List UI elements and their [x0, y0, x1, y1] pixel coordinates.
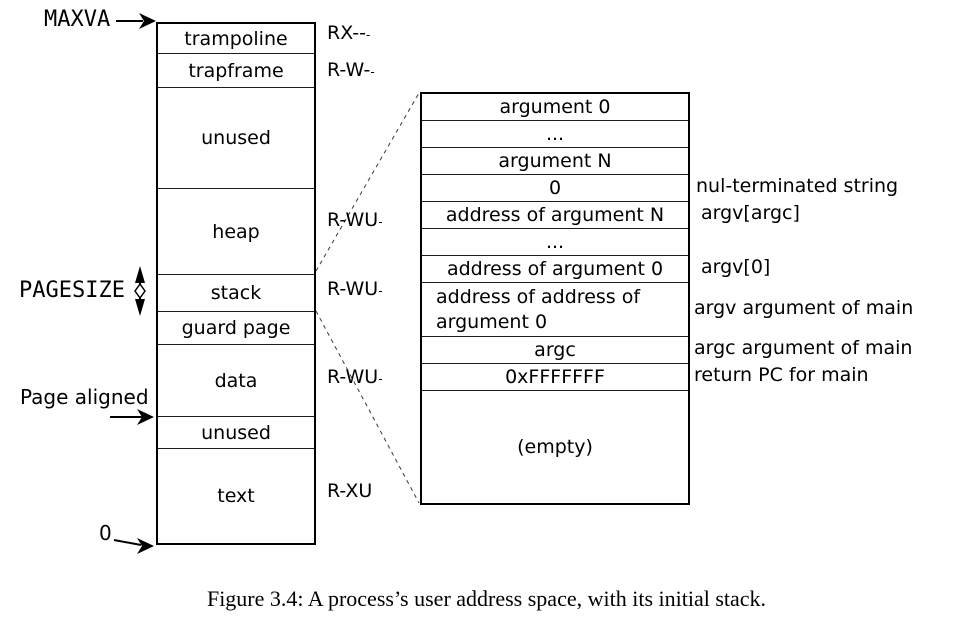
- stack-zoom-dashed-line-bottom: [315, 310, 420, 504]
- maxva-arrow-icon: [116, 13, 156, 29]
- annotation-argc-main: argc argument of main: [694, 337, 913, 359]
- stack-row-addr-addr-arg-0: address of address of argument 0: [422, 283, 688, 337]
- perm-flags: R-XU: [327, 480, 373, 502]
- region-guard-page: guard page: [158, 312, 314, 345]
- zero-arrow-icon: [113, 538, 154, 554]
- region-unused-top: unused: [158, 88, 314, 189]
- stack-row-argument-0: argument 0: [422, 94, 688, 121]
- region-trampoline: trampoline: [158, 24, 314, 54]
- region-text: text: [217, 485, 255, 507]
- stack-row-argc: argc: [422, 337, 688, 364]
- maxva-label: MAXVA: [44, 7, 111, 32]
- annotation-argv-main: argv argument of main: [694, 297, 914, 319]
- perm-suffix: -: [370, 65, 375, 79]
- stack-row-zero: 0: [422, 175, 688, 202]
- perm-trampoline: RX---: [327, 21, 370, 45]
- region-unused-low: unused: [158, 417, 314, 449]
- stack-row-argument-n: argument N: [422, 148, 688, 175]
- stack-row-empty: (empty): [517, 436, 593, 458]
- page-aligned-arrow-icon: [110, 409, 154, 425]
- perm-data: R-WU-: [327, 365, 383, 389]
- stack-zoom-dashed-line-top: [315, 92, 420, 272]
- annotation-return-pc: return PC for main: [694, 364, 869, 386]
- annotation-argv-0: argv[0]: [701, 256, 771, 278]
- zero-address-label: 0: [99, 521, 112, 545]
- annotation-nul-terminated: nul-terminated string: [696, 175, 899, 197]
- region-data: data: [158, 345, 314, 417]
- perm-suffix: -: [378, 284, 383, 298]
- perm-suffix: -: [378, 372, 383, 386]
- stack-row-ellipsis-args: ...: [422, 121, 688, 148]
- stack-row-return-pc: 0xFFFFFFF: [422, 364, 688, 391]
- annotation-argv-argc: argv[argc]: [701, 202, 800, 224]
- perm-suffix: -: [378, 215, 383, 229]
- address-space-box: trampoline trapframe unused heap stack g…: [156, 22, 316, 545]
- perm-trapframe: R-W--: [327, 58, 375, 82]
- perm-flags: R-WU: [327, 278, 379, 300]
- perm-flags: RX--: [327, 22, 366, 44]
- region-trapframe: trapframe: [158, 54, 314, 88]
- region-heap: heap: [158, 189, 314, 275]
- perm-flags: R-WU: [327, 366, 379, 388]
- stack-row-addr-arg-0: address of argument 0: [422, 256, 688, 283]
- perm-text: R-XU: [327, 479, 372, 503]
- page-aligned-label: Page aligned: [20, 385, 149, 409]
- perm-flags: R-W-: [327, 59, 371, 81]
- stack-row-ellipsis-addrs: ...: [422, 229, 688, 256]
- initial-stack-box: argument 0 ... argument N 0 address of a…: [420, 92, 690, 505]
- figure-caption: Figure 3.4: A process’s user address spa…: [206, 586, 767, 611]
- perm-suffix: -: [365, 28, 371, 42]
- perm-heap: R-WU-: [327, 208, 383, 232]
- perm-flags: R-WU: [327, 209, 379, 231]
- region-stack: stack: [158, 275, 314, 312]
- stack-row-addr-arg-n: address of argument N: [422, 202, 688, 229]
- perm-stack: R-WU-: [327, 277, 383, 301]
- pagesize-label: PAGESIZE: [19, 278, 125, 303]
- pagesize-double-arrow-icon: [134, 266, 146, 316]
